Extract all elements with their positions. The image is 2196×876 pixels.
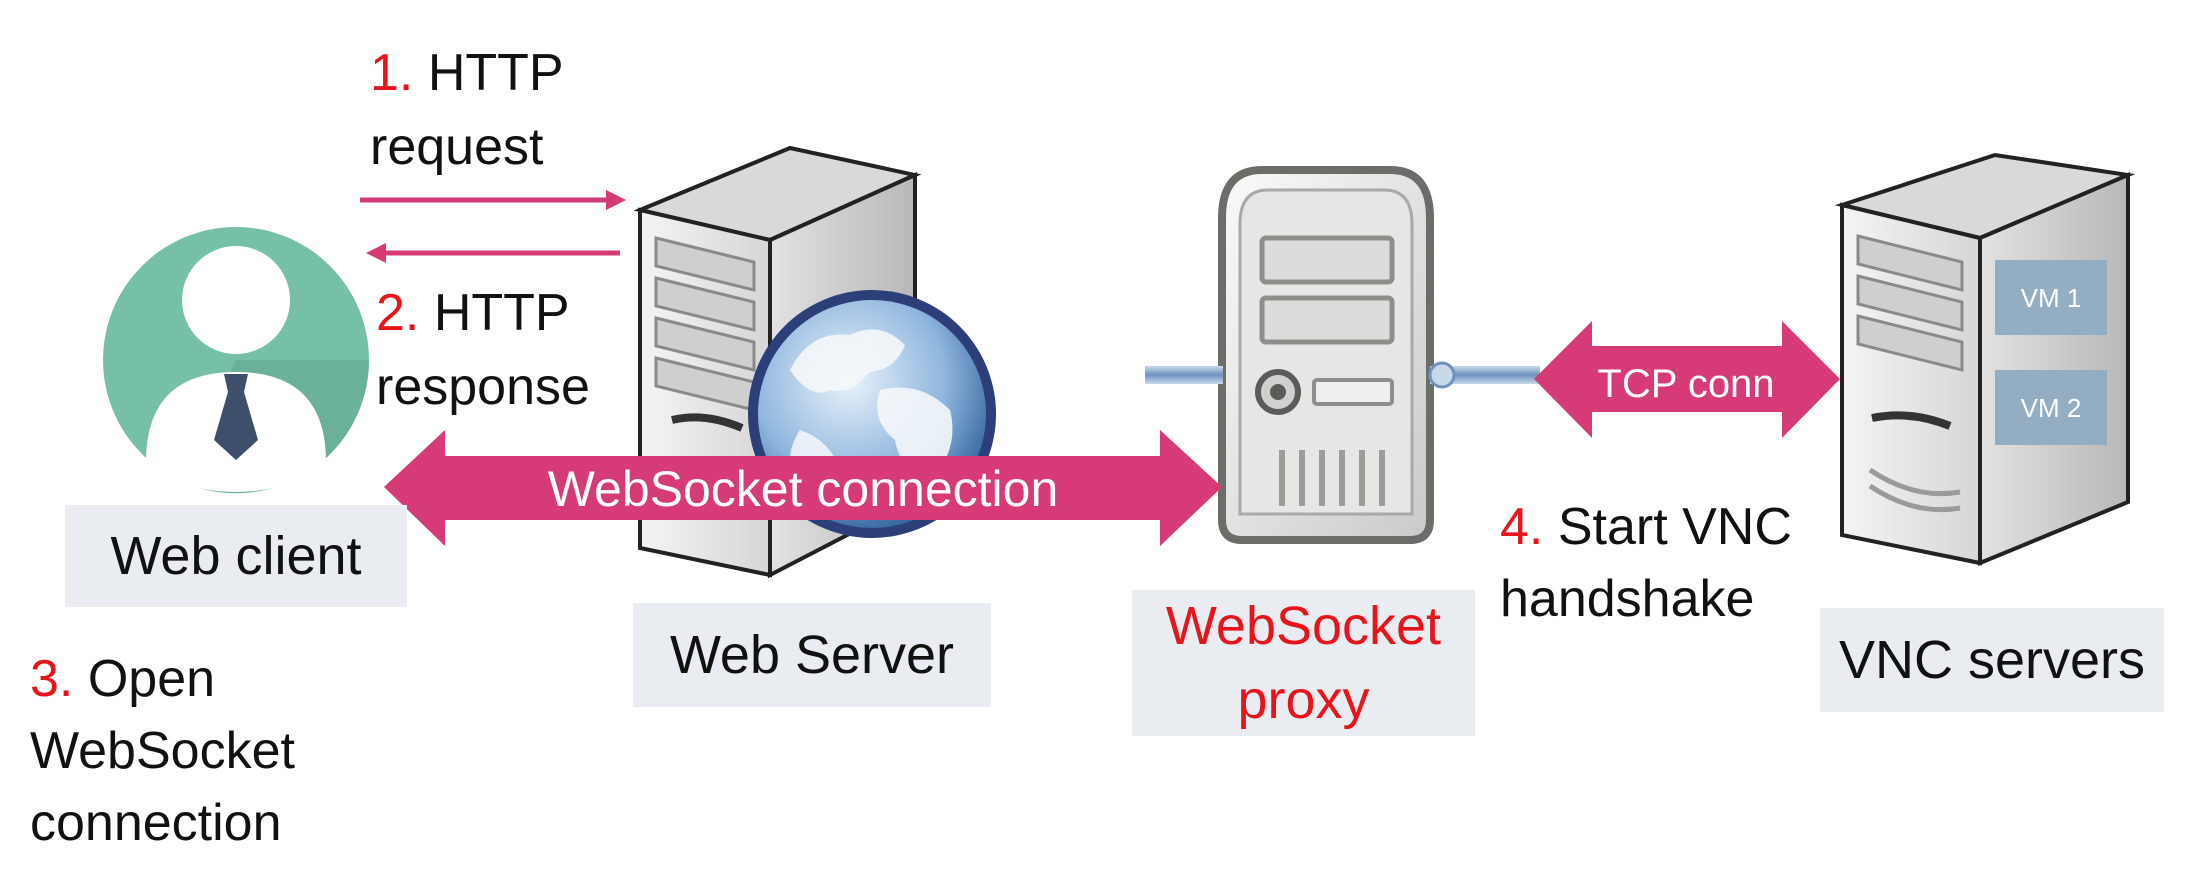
- websocket-proxy-label-line1: WebSocket: [1165, 596, 1442, 656]
- step4-text: Start VNC: [1557, 498, 1792, 556]
- step2-text: HTTP: [433, 284, 570, 342]
- step1-number: 1.: [370, 44, 414, 102]
- vm-label-2: VM 2: [2021, 393, 2082, 423]
- network-pipe-right: [1428, 361, 1540, 389]
- step1-line2: request: [370, 118, 544, 176]
- step3-number: 3.: [30, 650, 74, 708]
- vm-box-2: VM 2: [1995, 370, 2107, 445]
- websocket-connection-label: WebSocket connection: [548, 461, 1059, 517]
- web-server-label: Web Server: [633, 603, 991, 707]
- vnc-servers-label-text: VNC servers: [1838, 630, 2146, 690]
- web-server-label-text: Web Server: [669, 625, 955, 685]
- step1-line1: 1. HTTP: [370, 36, 564, 110]
- step3-line3: connection: [30, 794, 282, 852]
- websocket-proxy-label-line2: proxy: [1237, 670, 1370, 730]
- vnc-server-icon: [1834, 152, 2136, 566]
- websocket-proxy-label: WebSocket proxy: [1132, 590, 1475, 736]
- step4-number: 4.: [1500, 498, 1544, 556]
- http-request-arrow: [360, 190, 626, 210]
- http-response-arrow: [366, 243, 620, 263]
- step2-line1: 2. HTTP: [376, 276, 570, 350]
- websocket-connection-arrow: WebSocket connection: [384, 430, 1222, 546]
- network-pipe-left: [1145, 366, 1223, 384]
- vm-label-1: VM 1: [2021, 283, 2082, 313]
- web-client-label: Web client: [65, 505, 407, 607]
- step2-number: 2.: [376, 284, 420, 342]
- step3-line2: WebSocket: [30, 722, 295, 780]
- tcp-connection-label: TCP conn: [1597, 362, 1774, 406]
- web-client-avatar-icon: [103, 227, 370, 494]
- step3-line1: 3. Open: [30, 642, 215, 716]
- step1-text: HTTP: [427, 44, 564, 102]
- tcp-connection-arrow: TCP conn: [1534, 321, 1840, 438]
- vm-box-1: VM 1: [1995, 260, 2107, 335]
- web-client-label-text: Web client: [110, 526, 362, 586]
- step4-line1: 4. Start VNC: [1500, 490, 1792, 564]
- websocket-proxy-icon: [1218, 166, 1434, 544]
- step2-line2: response: [376, 358, 590, 416]
- vnc-servers-label: VNC servers: [1820, 608, 2164, 712]
- step3-text: Open: [87, 650, 216, 708]
- step4-line2: handshake: [1500, 570, 1755, 628]
